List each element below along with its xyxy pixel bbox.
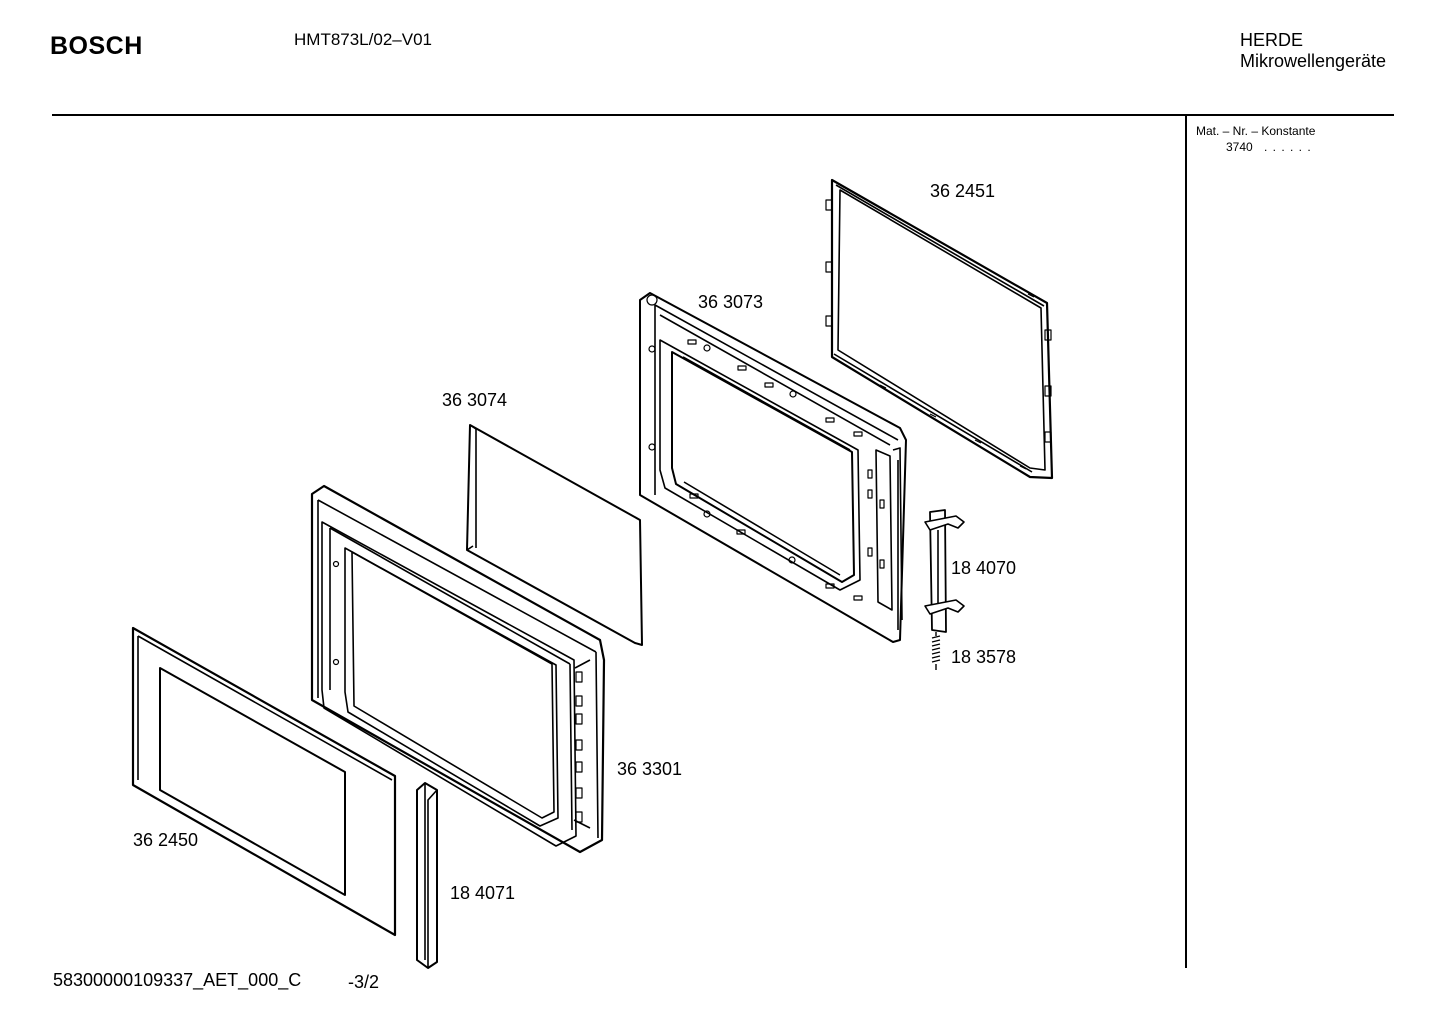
category-title: HERDE — [1240, 30, 1304, 50]
part-label-glass-panel: 36 3074 — [442, 390, 508, 410]
material-number-value: 3740 — [1226, 140, 1253, 154]
part-front-panel — [131, 626, 397, 937]
part-frame-rear — [825, 178, 1054, 480]
material-number-label: Mat. – Nr. – Konstante — [1196, 124, 1316, 138]
part-inner-door — [639, 292, 907, 643]
material-number-dots: . . . . . . — [1264, 140, 1312, 154]
sidebar-divider — [1185, 116, 1187, 968]
part-handle-strip — [416, 782, 438, 969]
part-label-spring: 18 3578 — [951, 647, 1017, 667]
part-label-door-frame: 36 3301 — [617, 759, 683, 779]
part-label-front-panel: 36 2450 — [133, 830, 199, 850]
part-label-frame-rear: 36 2451 — [930, 181, 996, 201]
header-divider — [52, 114, 1394, 116]
brand-logo: BOSCH — [50, 32, 143, 60]
part-label-inner-door: 36 3073 — [698, 292, 764, 312]
category-subtitle: Mikrowellengeräte — [1240, 51, 1387, 71]
part-latch-hook — [924, 509, 965, 633]
page-number: -3/2 — [348, 972, 380, 992]
document-code: 58300000109337_AET_000_C — [53, 970, 302, 990]
part-label-latch-hook: 18 4070 — [951, 558, 1017, 578]
model-number: HMT873L/02–V01 — [294, 30, 432, 49]
part-glass-panel — [466, 424, 643, 646]
part-spring — [931, 632, 941, 670]
part-door-frame — [310, 484, 606, 854]
part-label-handle-strip: 18 4071 — [450, 883, 516, 903]
